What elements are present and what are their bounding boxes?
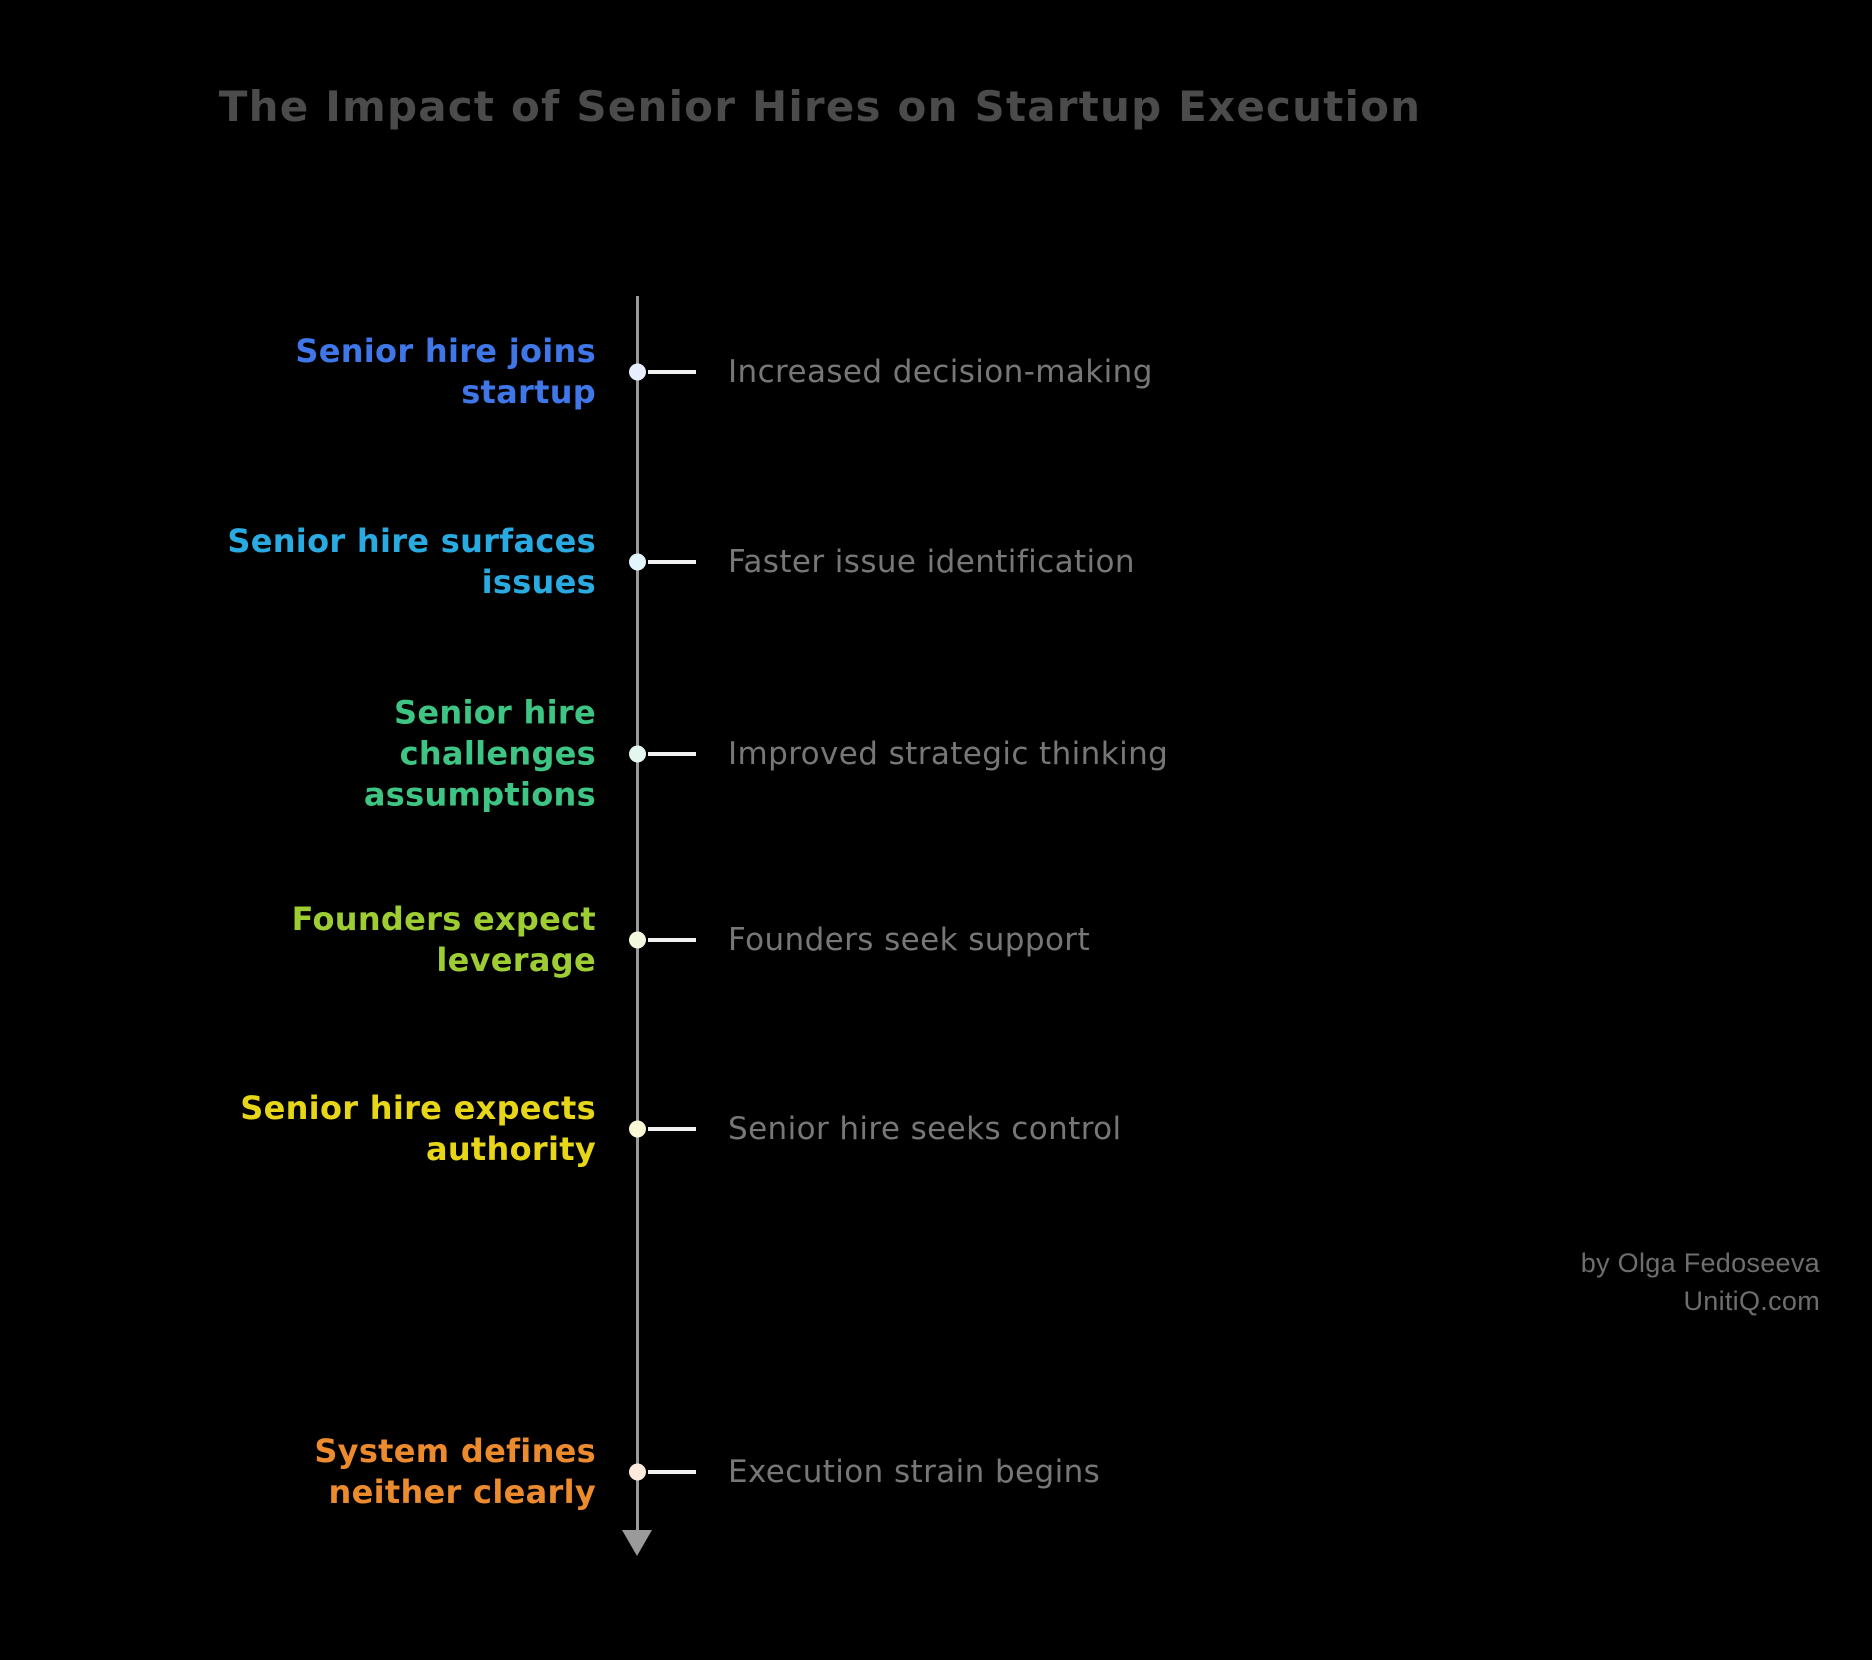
timeline-axis	[636, 296, 639, 1530]
attribution: by Olga Fedoseeva UnitiQ.com	[1581, 1244, 1820, 1320]
timeline-stage-label: Senior hire challenges assumptions	[363, 693, 596, 814]
timeline-stage-label: Senior hire expects authority	[240, 1089, 596, 1168]
timeline-node-icon[interactable]	[629, 931, 646, 949]
timeline-node-icon[interactable]	[629, 553, 646, 571]
timeline-connector	[648, 1127, 696, 1131]
timeline-outcome-label: Founders seek support	[728, 922, 1091, 958]
timeline-stage-label: Senior hire joins startup	[295, 332, 596, 411]
timeline-outcome-label: Faster issue identification	[728, 544, 1135, 580]
timeline-connector	[648, 752, 696, 756]
page-title: The Impact of Senior Hires on Startup Ex…	[218, 82, 1422, 131]
timeline-outcome-label: Increased decision-making	[728, 354, 1153, 390]
timeline-outcome-label: Improved strategic thinking	[728, 736, 1169, 772]
timeline-stage-label: Founders expect leverage	[291, 900, 596, 979]
timeline-node-icon[interactable]	[629, 1120, 646, 1138]
timeline-stage-label: Senior hire surfaces issues	[227, 522, 596, 601]
timeline-connector	[648, 370, 696, 374]
attribution-site: UnitiQ.com	[1683, 1286, 1820, 1316]
timeline-node-icon[interactable]	[629, 1463, 646, 1481]
timeline-outcome-label: Execution strain begins	[728, 1454, 1101, 1490]
timeline-connector	[648, 938, 696, 942]
timeline-connector	[648, 560, 696, 564]
timeline-outcome-label: Senior hire seeks control	[728, 1111, 1122, 1147]
timeline-node-icon[interactable]	[629, 363, 646, 381]
timeline-connector	[648, 1470, 696, 1474]
attribution-author: by Olga Fedoseeva	[1580, 1248, 1820, 1278]
timeline-stage-label: System defines neither clearly	[314, 1432, 596, 1511]
timeline-arrow-icon	[622, 1530, 652, 1556]
timeline-node-icon[interactable]	[629, 745, 646, 763]
